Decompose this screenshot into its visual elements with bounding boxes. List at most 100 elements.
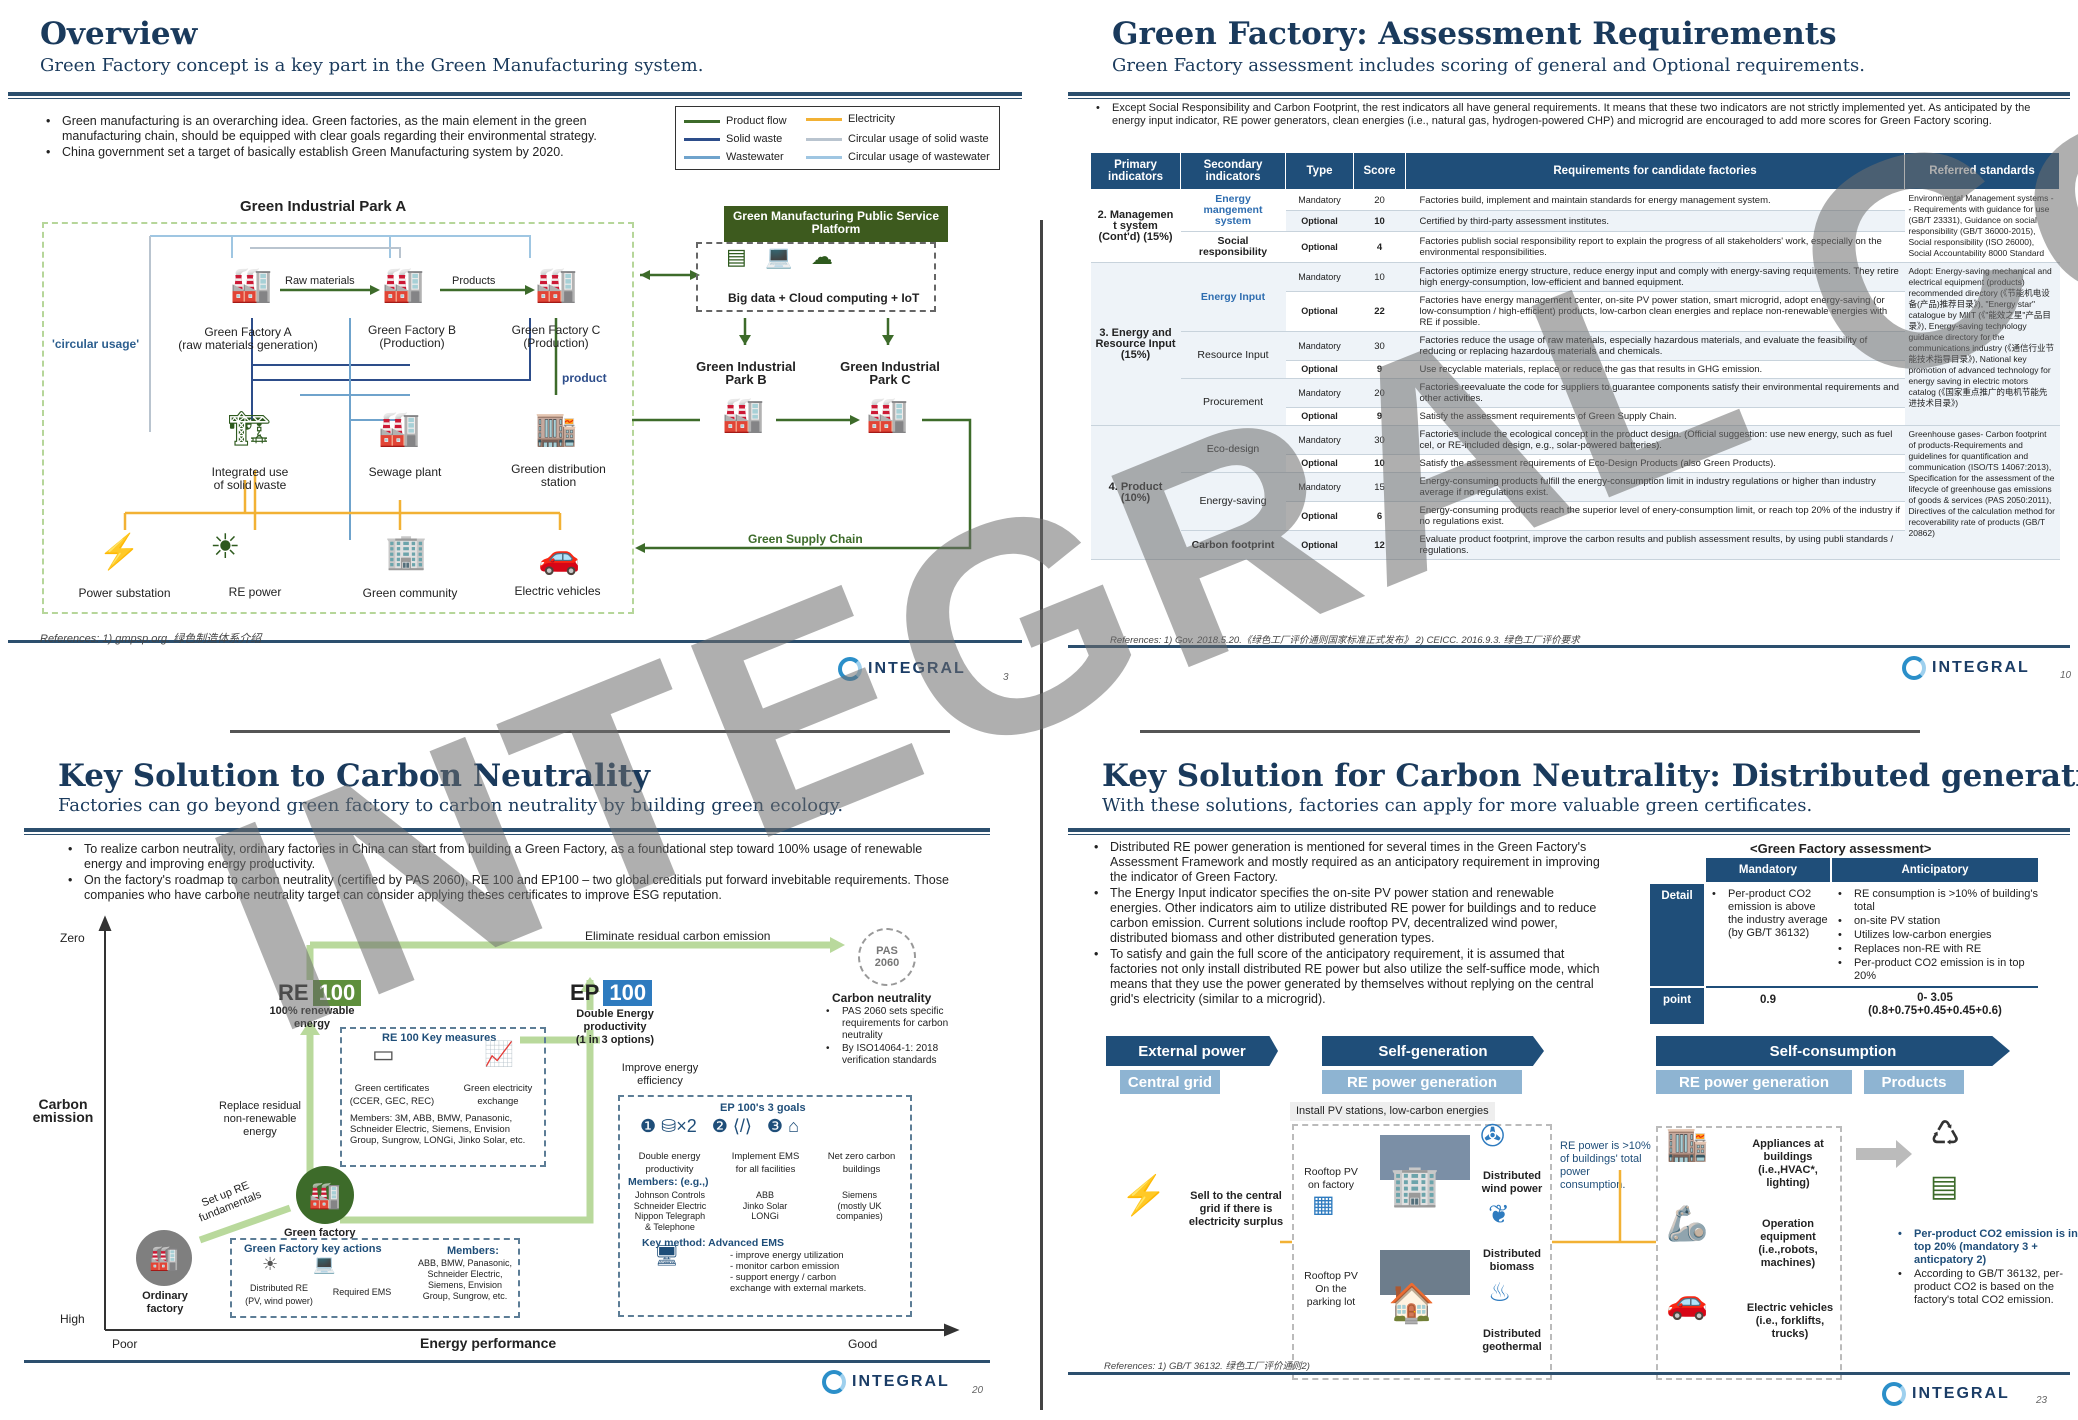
green-cert-label: Green certificates (CCER, GEC, REC) <box>349 1083 435 1107</box>
bullet: Except Social Responsibility and Carbon … <box>1090 102 2060 128</box>
score-cell: 20 <box>1353 189 1406 212</box>
table-divider <box>1706 986 2038 988</box>
robot-arm-icon: 🦾 <box>1666 1205 1709 1243</box>
score-cell: 20 <box>1353 378 1406 408</box>
central-grid-tag: Central grid <box>1120 1070 1220 1094</box>
assessment-table: Mandatory Anticipatory Detail point Per-… <box>1650 858 2038 1026</box>
factory-a-label: Green Factory A(raw materials generation… <box>178 325 318 352</box>
bullet: To realize carbon neutrality, ordinary f… <box>62 842 962 872</box>
certificate-icon: ▭ <box>372 1041 395 1068</box>
pas2060-seal: PAS 2060 <box>858 928 916 986</box>
circular-usage-label: 'circular usage' <box>52 337 140 351</box>
page-title: Overview <box>40 16 198 52</box>
col-header: Anticipatory <box>1832 858 2038 882</box>
secondary-indicator-cell: Procurement <box>1180 378 1286 426</box>
flow-lines <box>123 235 972 553</box>
score-cell: 30 <box>1353 331 1406 361</box>
rooftop-photo <box>1380 1135 1470 1180</box>
slide-assessment: Green Factory: Assessment Requirements G… <box>1060 0 2078 700</box>
requirement-cell: Certified by third-party assessment inst… <box>1405 210 1905 233</box>
detail-anticipatory: RE consumption is >10% of building's tot… <box>1832 888 2038 984</box>
bullet: On the factory's roadmap to carbon neutr… <box>62 873 962 903</box>
factory-b-icon: 🏭 <box>382 266 425 304</box>
title-rule <box>8 92 1022 96</box>
platform-box <box>696 242 936 312</box>
type-cell: Mandatory <box>1285 189 1354 212</box>
bullet: The Energy Input indicator specifies the… <box>1088 886 1608 946</box>
type-cell: Mandatory <box>1285 262 1354 292</box>
requirement-cell: Energy-consuming products fulfill the en… <box>1405 472 1905 502</box>
warehouse-icon: 🏬 <box>1666 1125 1709 1163</box>
solar-wind-icon: ☀ <box>210 528 241 566</box>
re100-sub: 100% renewable energy <box>269 1005 355 1030</box>
wind-label: Distributed wind power <box>1481 1170 1543 1195</box>
sewage-plant-icon: 🏭 <box>378 410 421 448</box>
factory-b-label: Green Factory B(Production) <box>367 323 457 350</box>
solar-panel-icon: ▦ <box>1312 1191 1335 1218</box>
score-cell: 15 <box>1353 472 1406 502</box>
title-rule-thin <box>1068 834 2070 835</box>
score-cell: 10 <box>1353 210 1406 233</box>
park-b-icon: 🏭 <box>722 396 765 434</box>
bullet-list: Distributed RE power generation is menti… <box>1088 840 1608 1008</box>
score-cell: 10 <box>1353 454 1406 473</box>
products-tag: Products <box>1864 1070 1964 1094</box>
type-cell: Optional <box>1285 360 1354 379</box>
bullet: Distributed RE power generation is menti… <box>1088 840 1608 885</box>
park-a-boundary <box>42 222 634 614</box>
bullet: RE consumption is >10% of building's tot… <box>1832 888 2038 914</box>
integral-logo: INTEGRAL <box>838 657 966 681</box>
cn-title: Carbon neutrality <box>832 991 932 1005</box>
factory-c-icon: 🏭 <box>535 266 578 304</box>
bullet-list: To realize carbon neutrality, ordinary f… <box>62 842 962 904</box>
x-axis-label: Energy performance <box>420 1335 557 1351</box>
score-cell: 30 <box>1353 425 1406 455</box>
col-header: Type <box>1285 152 1354 190</box>
requirement-cell: Factories publish social responsibility … <box>1405 231 1905 263</box>
divider <box>230 730 950 733</box>
bullet: China government set a target of basical… <box>40 145 660 160</box>
re-note: RE power is >10% of buildings' total pow… <box>1560 1140 1651 1191</box>
requirement-cell: Factories reduce the usage of raw materi… <box>1405 331 1905 361</box>
product-label: product <box>562 371 607 385</box>
assessment-table: Primary indicators Secondary indicators … <box>1090 152 2060 560</box>
green-elec-label: Green electricity exchange <box>463 1083 533 1107</box>
secondary-indicator-cell: Eco-design <box>1180 425 1286 473</box>
distribution-label: Green distribution station <box>511 462 606 489</box>
bullet: Per-product CO2 emission is above the in… <box>1706 888 1830 940</box>
self-gen-box <box>1292 1124 1552 1380</box>
recycling-plant-icon: 🏗 <box>228 410 272 448</box>
type-cell: Optional <box>1285 530 1354 560</box>
row-header: point <box>1650 988 1704 1024</box>
eliminate-label: Eliminate residual carbon emission <box>585 929 771 943</box>
green-factory-label: Green factory <box>284 1227 356 1239</box>
page-number: 23 <box>2036 1395 2048 1406</box>
score-cell: 9 <box>1353 360 1406 379</box>
buildings-icon: 🏢 <box>385 533 428 571</box>
products-label: Products <box>452 275 496 287</box>
type-cell: Optional <box>1285 501 1354 531</box>
logo-icon <box>822 1370 846 1394</box>
ordinary-factory-icon: 🏭 <box>136 1230 192 1286</box>
title-rule <box>24 828 990 832</box>
requirement-cell: Factories have energy management center,… <box>1405 291 1905 332</box>
bullet: According to GB/T 36132, per-product CO2… <box>1892 1268 2078 1307</box>
ep-members-1: Johnson Controls Schneider Electric Nipp… <box>633 1190 707 1232</box>
score-cell: 4 <box>1353 231 1406 263</box>
geothermal-icon: ♨ <box>1488 1277 1512 1307</box>
goal-icons: ❶ ⛁×2 ❷ ⟨/⟩ ❸ ⌂ <box>640 1116 799 1136</box>
warehouse-icon: 🏬 <box>535 410 578 448</box>
page-title: Green Factory: Assessment Requirements <box>1112 16 1837 52</box>
requirement-cell: Evaluate product footprint, improve the … <box>1405 530 1905 560</box>
bullet: By ISO14064-1: 2018 verification standar… <box>820 1043 960 1067</box>
raw-materials-label: Raw materials <box>285 275 355 287</box>
power-substation-label: Power substation <box>78 586 171 600</box>
integral-logo: INTEGRAL <box>1902 656 2030 680</box>
type-cell: Optional <box>1285 407 1354 426</box>
bullet: Green manufacturing is an overarching id… <box>40 114 660 144</box>
gf-members-title: Members: <box>447 1245 499 1257</box>
